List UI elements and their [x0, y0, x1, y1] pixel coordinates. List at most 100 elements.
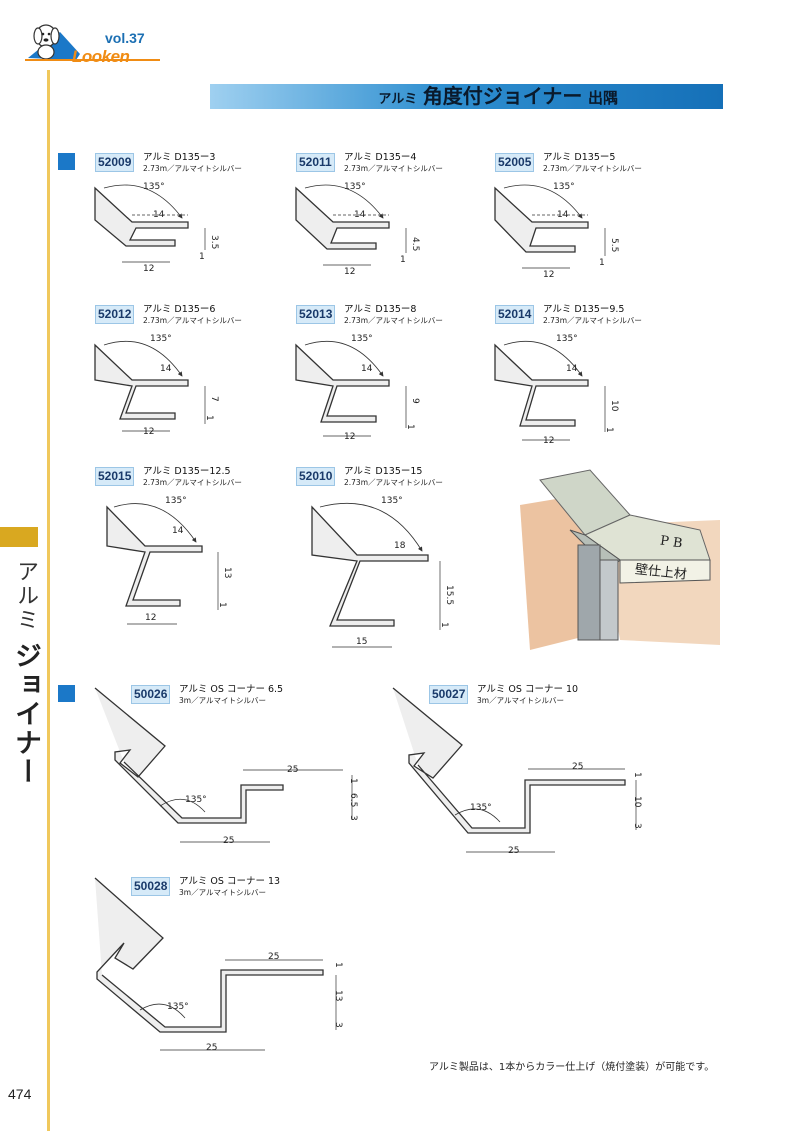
product-name: アルミ D135ー3 [143, 152, 216, 163]
dim-thickness: 1 [217, 602, 227, 608]
dim-gap: 3.5 [209, 235, 219, 250]
dim-gap: 5.5 [609, 238, 619, 253]
dim-gap: 15.5 [444, 585, 454, 606]
angle-label: 135° [351, 334, 373, 344]
category-bold: ジョイナー [10, 641, 41, 787]
profile-50028-drawing [94, 877, 337, 1051]
dim-bottom: 12 [344, 432, 356, 442]
angle-label: 135° [167, 1002, 189, 1012]
dim-lip: 3 [348, 815, 358, 821]
product-name: アルミ D135ー12.5 [143, 466, 231, 477]
dim-bottom: 25 [206, 1043, 218, 1053]
dim-bottom: 25 [508, 846, 520, 856]
dim-gap: 10 [609, 400, 619, 412]
dim-bottom: 12 [143, 427, 155, 437]
profile-50026-drawing [94, 687, 353, 843]
profile-52012-drawing [94, 341, 206, 432]
category-light: アルミ [13, 560, 38, 632]
product-spec: 2.73m／アルマイトシルバー [143, 164, 242, 173]
dim-bottom: 12 [344, 267, 356, 277]
angle-label: 135° [553, 182, 575, 192]
dim-gap: 13 [333, 990, 343, 1002]
dim-lip: 3 [333, 1022, 343, 1028]
footnote: アルミ製品は、1本からカラー仕上げ（焼付塗装）が可能です。 [429, 1062, 715, 1073]
profile-52013-drawing [295, 341, 407, 437]
dim-bottom: 25 [223, 836, 235, 846]
profile-50027-drawing [392, 687, 637, 853]
product-spec: 3m／アルマイトシルバー [477, 696, 565, 705]
profile-52010-drawing [311, 502, 441, 648]
dim-top: 18 [394, 541, 406, 551]
dim-bottom: 12 [543, 270, 555, 280]
dim-bottom: 15 [356, 637, 368, 647]
dim-top: 25 [287, 765, 299, 775]
dim-bottom: 12 [145, 613, 157, 623]
angle-label: 135° [381, 496, 403, 506]
product-code: 52005 [495, 153, 535, 172]
product-code: 50028 [131, 877, 171, 896]
dim-gap: 7 [209, 396, 219, 402]
dim-thickness: 1 [348, 778, 358, 784]
volume-label: vol.37 [105, 30, 145, 46]
angle-label: 135° [165, 496, 187, 506]
banner-suffix: 出隅 [587, 89, 618, 107]
product-code: 52011 [296, 153, 335, 172]
profile-52014-drawing [494, 341, 606, 441]
product-code: 52009 [95, 153, 135, 172]
product-code: 52013 [296, 305, 336, 324]
banner-prefix: アルミ [378, 92, 418, 107]
angle-label: 135° [150, 334, 172, 344]
product-name: アルミ D135ー4 [344, 152, 417, 163]
dim-top: 25 [268, 952, 280, 962]
product-spec: 2.73m／アルマイトシルバー [543, 316, 642, 325]
dog-mascot-icon [25, 24, 160, 61]
dim-lip: 3 [632, 823, 642, 829]
dim-thickness: 1 [604, 427, 614, 433]
page-number: 474 [8, 1086, 32, 1102]
dim-top: 14 [566, 364, 578, 374]
dim-top: 14 [557, 210, 569, 220]
product-spec: 2.73m／アルマイトシルバー [344, 478, 443, 487]
dim-thickness: 1 [439, 622, 449, 628]
margin-rule [47, 70, 50, 1131]
section-bullet [58, 685, 75, 702]
dim-top: 14 [153, 210, 165, 220]
dim-thickness: 1 [599, 258, 605, 268]
product-code: 52010 [296, 467, 336, 486]
product-name: アルミ D135ー8 [344, 304, 417, 315]
product-code: 52012 [95, 305, 135, 324]
category-tab [0, 527, 38, 547]
product-code: 50026 [131, 685, 171, 704]
product-code: 50027 [429, 685, 469, 704]
profile-52011-drawing [295, 184, 407, 266]
product-spec: 3m／アルマイトシルバー [179, 888, 267, 897]
dim-bottom: 12 [143, 264, 155, 274]
profile-52005-drawing [494, 184, 606, 269]
dim-thickness: 1 [199, 252, 205, 262]
dim-thickness: 1 [333, 962, 343, 968]
product-code: 52015 [95, 467, 135, 486]
angle-label: 135° [185, 795, 207, 805]
product-name: アルミ OS コーナー 10 [477, 684, 579, 695]
dim-top: 14 [160, 364, 172, 374]
product-spec: 2.73m／アルマイトシルバー [143, 316, 242, 325]
angle-label: 135° [470, 803, 492, 813]
dim-gap: 10 [632, 796, 642, 808]
profile-52015-drawing [106, 503, 219, 625]
brand-logo [20, 14, 170, 72]
dim-gap: 4.5 [410, 237, 420, 252]
product-name: アルミ D135ー9.5 [543, 304, 625, 315]
dim-top: 14 [172, 526, 184, 536]
dim-top: 14 [354, 210, 366, 220]
pb-label: P B [659, 533, 684, 552]
product-name: アルミ D135ー6 [143, 304, 216, 315]
dim-bottom: 12 [543, 436, 555, 446]
angle-label: 135° [344, 182, 366, 192]
profile-52009-drawing [94, 184, 206, 263]
product-spec: 2.73m／アルマイトシルバー [143, 478, 242, 487]
dim-thickness: 1 [204, 415, 214, 421]
dim-gap: 6.5 [348, 793, 358, 808]
banner-title: アルミ 角度付ジョイナー 出隅 [378, 84, 618, 109]
product-name: アルミ D135ー5 [543, 152, 616, 163]
